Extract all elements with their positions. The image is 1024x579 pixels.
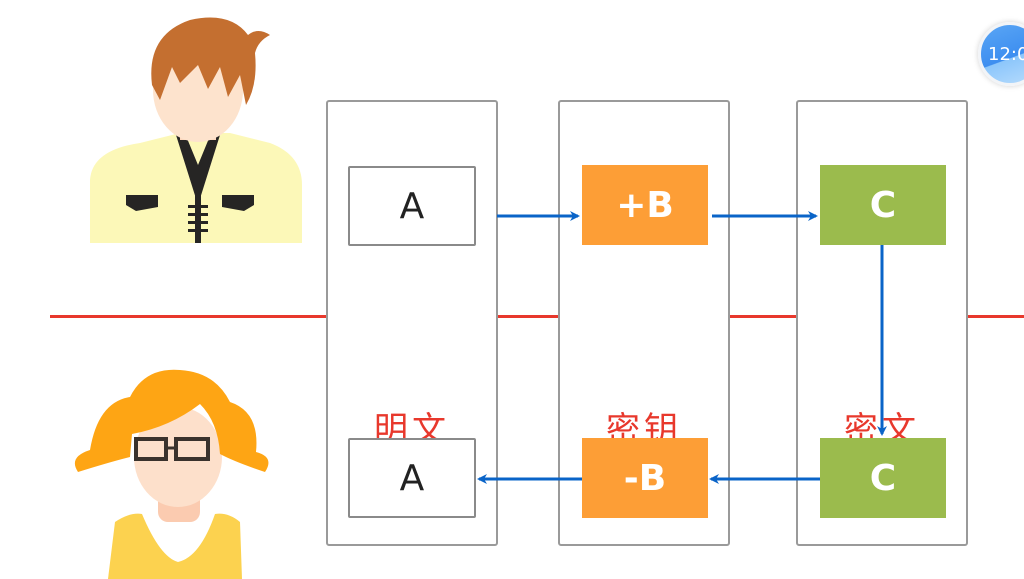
divider-line [966,315,1024,318]
girl-avatar-icon [74,369,269,579]
clock-widget[interactable]: 12:0 [978,22,1024,86]
ciphertext-node-bottom: C [820,438,946,518]
divider-line [496,315,560,318]
man-avatar-icon [90,17,302,243]
plaintext-node-top: A [348,166,476,246]
ciphertext-node-top: C [820,165,946,245]
plaintext-node-bottom: A [348,438,476,518]
encrypt-key-node: +B [582,165,708,245]
divider-line [50,315,328,318]
decrypt-key-node: -B [582,438,708,518]
clock-time: 12:0 [988,43,1024,65]
divider-line [728,315,798,318]
